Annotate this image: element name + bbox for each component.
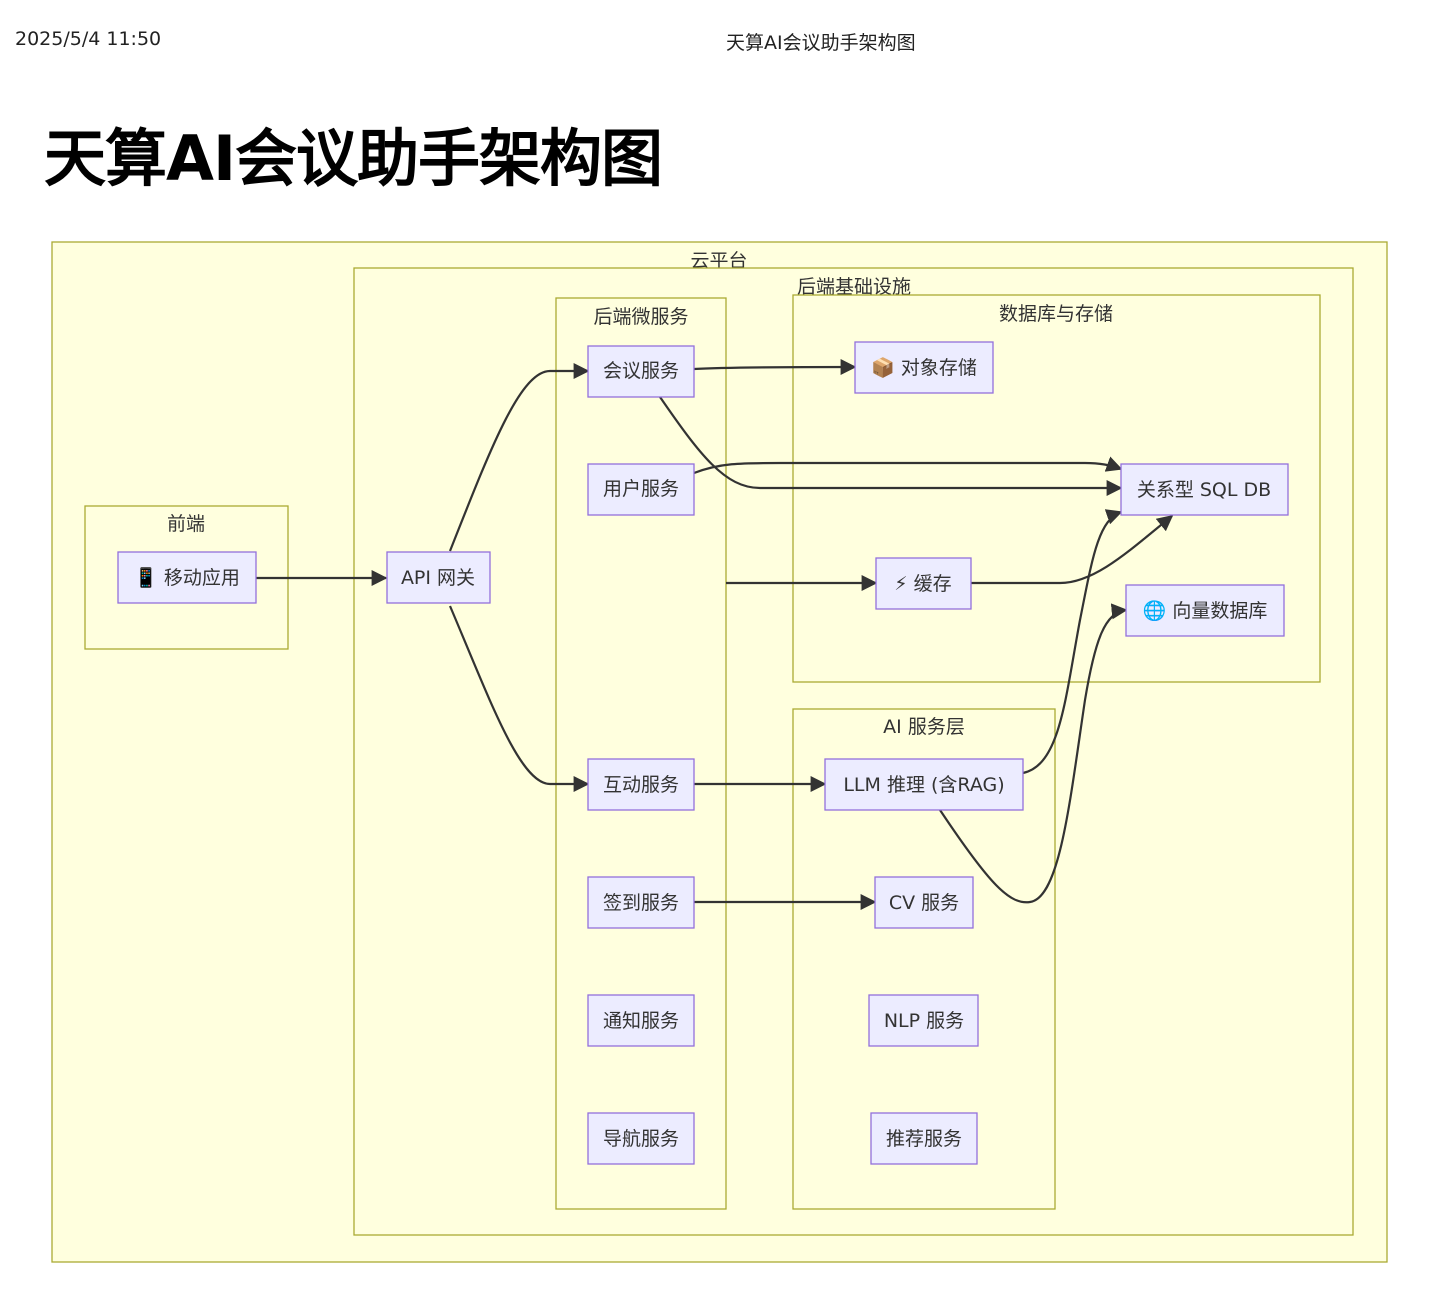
header-doc-title: 天算AI会议助手架构图 — [726, 32, 916, 54]
cluster-ai-label: AI 服务层 — [883, 716, 965, 738]
node-mobile-app-label: 📱 移动应用 — [134, 566, 240, 589]
edge-cache-sqldb — [971, 514, 1174, 585]
edge-user-sqldb — [693, 456, 1123, 475]
node-object-storage-label: 📦 对象存储 — [871, 356, 977, 379]
node-user-service[interactable]: 用户服务 — [587, 463, 695, 516]
node-nlp-service[interactable]: NLP 服务 — [868, 994, 979, 1047]
node-api-gateway-label: API 网关 — [401, 567, 475, 589]
node-nav-service-label: 导航服务 — [603, 1128, 679, 1150]
edge-meeting-objstore — [693, 359, 857, 376]
edge-llm-vectordb — [939, 603, 1128, 904]
node-nlp-service-label: NLP 服务 — [884, 1010, 964, 1032]
node-sql-db-label: 关系型 SQL DB — [1137, 479, 1271, 501]
cluster-storage-label: 数据库与存储 — [999, 303, 1113, 325]
cluster-microservices: 后端微服务 — [555, 297, 727, 1210]
node-cache[interactable]: ⚡ 缓存 — [875, 557, 972, 610]
node-api-gateway[interactable]: API 网关 — [386, 551, 491, 604]
node-llm-inference-label: LLM 推理 (含RAG) — [843, 774, 1004, 796]
node-user-service-label: 用户服务 — [603, 478, 679, 500]
node-cache-label: ⚡ 缓存 — [894, 573, 951, 595]
cluster-microservices-label: 后端微服务 — [593, 306, 688, 328]
cluster-frontend-label: 前端 — [167, 513, 205, 535]
node-checkin-service-label: 签到服务 — [603, 892, 679, 914]
node-vector-db-label: 🌐 向量数据库 — [1143, 599, 1268, 622]
node-interact-service[interactable]: 互动服务 — [587, 758, 695, 811]
edge-gateway-meeting — [448, 363, 590, 552]
node-llm-inference[interactable]: LLM 推理 (含RAG) — [824, 758, 1024, 811]
node-recommend-service[interactable]: 推荐服务 — [870, 1112, 978, 1165]
node-meeting-service-label: 会议服务 — [603, 360, 679, 382]
header-datetime: 2025/5/4 11:50 — [15, 28, 162, 50]
cluster-backend-label: 后端基础设施 — [797, 276, 911, 298]
page-title: 天算AI会议助手架构图 — [44, 122, 663, 195]
node-checkin-service[interactable]: 签到服务 — [587, 876, 695, 929]
node-nav-service[interactable]: 导航服务 — [587, 1112, 695, 1165]
node-meeting-service[interactable]: 会议服务 — [587, 345, 695, 398]
node-cv-service-label: CV 服务 — [889, 892, 959, 914]
node-object-storage[interactable]: 📦 对象存储 — [854, 341, 994, 394]
node-cv-service[interactable]: CV 服务 — [874, 876, 974, 929]
node-recommend-service-label: 推荐服务 — [886, 1128, 962, 1150]
node-notify-service[interactable]: 通知服务 — [587, 994, 695, 1047]
edge-llm-sqldb — [1022, 509, 1123, 775]
node-notify-service-label: 通知服务 — [603, 1010, 679, 1032]
node-vector-db[interactable]: 🌐 向量数据库 — [1125, 584, 1285, 637]
edge-gateway-interact — [448, 605, 590, 792]
node-sql-db[interactable]: 关系型 SQL DB — [1120, 463, 1289, 516]
node-mobile-app[interactable]: 📱 移动应用 — [117, 551, 257, 604]
node-interact-service-label: 互动服务 — [603, 774, 679, 796]
cluster-cloud-label: 云平台 — [690, 250, 747, 272]
